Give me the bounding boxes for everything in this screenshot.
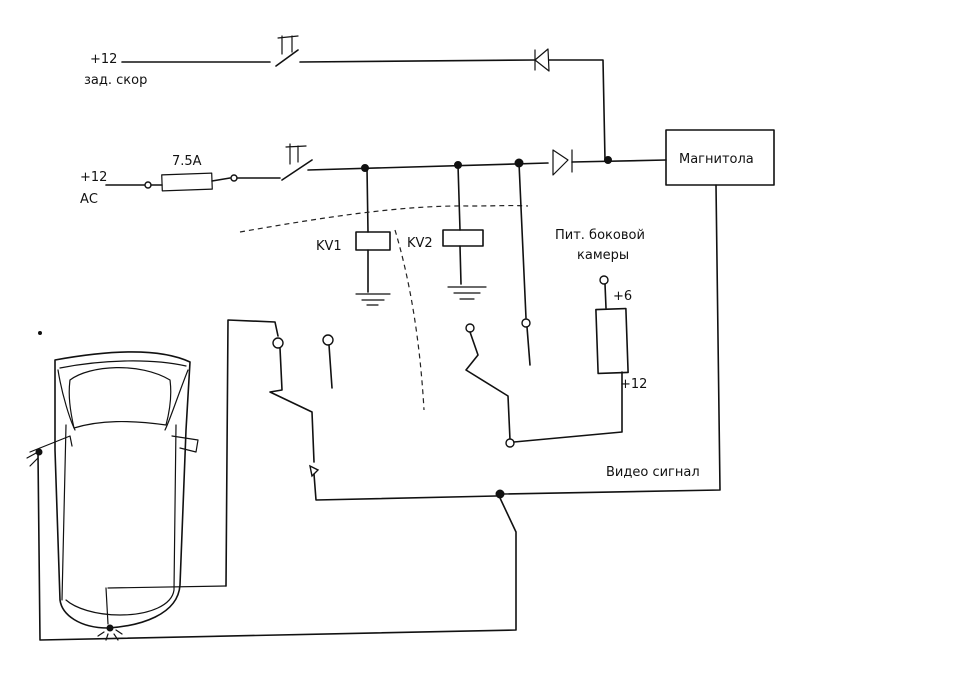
relay-kv2 xyxy=(442,164,487,300)
label-plus12-cam: +12 xyxy=(620,377,647,392)
label-side-camera-power-1: Пит. боковой xyxy=(555,228,645,243)
label-video-signal: Видео сигнал xyxy=(606,465,700,480)
label-reverse-gear: зад. скор xyxy=(84,73,147,88)
label-fuse: 7.5А xyxy=(172,154,202,169)
side-camera xyxy=(595,275,629,375)
relay-mechanical-link xyxy=(239,204,529,411)
label-kv1: KV1 xyxy=(316,239,342,254)
video-signal-line xyxy=(37,184,721,641)
label-plus6: +6 xyxy=(613,289,632,304)
relay-kv1 xyxy=(355,167,391,306)
kv2-contacts xyxy=(465,162,623,448)
reverse-gear-line xyxy=(121,35,606,161)
label-head-unit: Магнитола xyxy=(679,152,754,167)
kv1-contacts xyxy=(225,319,497,587)
label-side-camera-power-2: камеры xyxy=(577,248,629,263)
diode-reverse xyxy=(534,48,606,161)
label-acc: АС xyxy=(80,192,98,207)
head-unit-box xyxy=(665,129,775,186)
diode-acc xyxy=(552,149,667,176)
car-outline xyxy=(26,351,227,641)
label-plus12-reverse: +12 xyxy=(90,52,117,67)
fuse-7-5a xyxy=(161,172,213,192)
label-kv2: KV2 xyxy=(407,236,433,251)
acc-line xyxy=(105,143,667,192)
label-plus12-acc: +12 xyxy=(80,170,107,185)
